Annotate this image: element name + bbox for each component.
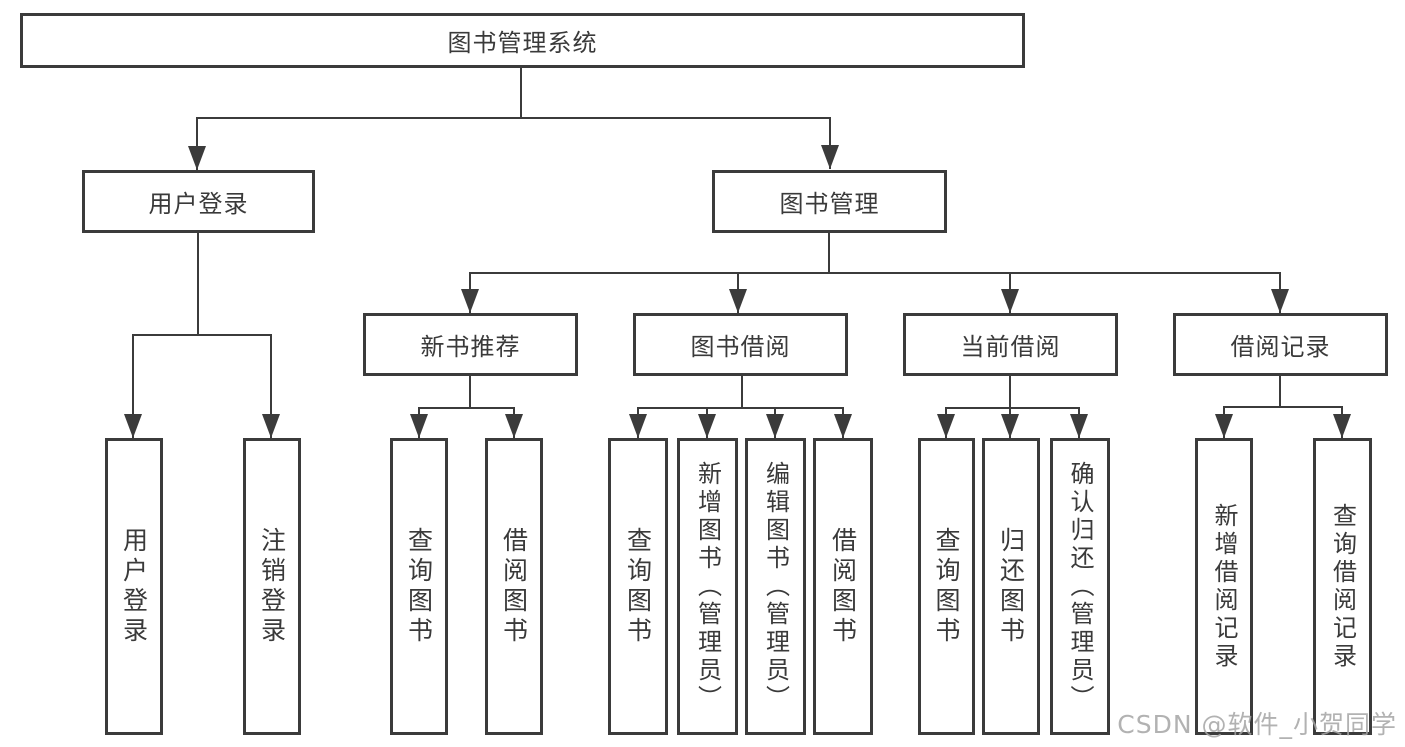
connector-line [1279, 376, 1281, 407]
node-root: 图书管理系统 [20, 13, 1025, 68]
arrow-down-icon [188, 146, 206, 170]
node-new-book-recommend: 新书推荐 [363, 313, 578, 376]
connector-line [196, 117, 198, 170]
arrow-down-icon [1001, 414, 1019, 438]
arrow-down-icon [1215, 414, 1233, 438]
connector-line [197, 233, 199, 336]
leaf-add-book-admin: 新增图书（管理员） [677, 438, 738, 735]
arrow-down-icon [505, 414, 523, 438]
connector-line [828, 233, 830, 274]
connector-line [945, 407, 1080, 409]
leaf-edit-book-admin: 编辑图书（管理员） [745, 438, 806, 735]
leaf-user-login: 用户登录 [105, 438, 163, 735]
node-borrow-record: 借阅记录 [1173, 313, 1388, 376]
connector-line [520, 68, 522, 118]
connector-line [1223, 406, 1343, 408]
leaf-query-borrow-record: 查询借阅记录 [1313, 438, 1372, 735]
node-book-borrow: 图书借阅 [633, 313, 848, 376]
leaf-add-borrow-record: 新增借阅记录 [1195, 438, 1253, 735]
node-current-borrow: 当前借阅 [903, 313, 1118, 376]
arrow-down-icon [1070, 414, 1088, 438]
arrow-down-icon [124, 414, 142, 438]
arrow-down-icon [410, 414, 428, 438]
leaf-query-book-3: 查询图书 [918, 438, 975, 735]
connector-line [829, 117, 831, 169]
arrow-down-icon [937, 414, 955, 438]
watermark: CSDN @软件_小贺同学 [1117, 710, 1397, 739]
arrow-down-icon [1333, 414, 1351, 438]
arrow-down-icon [821, 145, 839, 169]
arrow-down-icon [262, 414, 280, 438]
leaf-query-book-2: 查询图书 [608, 438, 668, 735]
node-user-login: 用户登录 [82, 170, 315, 233]
arrow-down-icon [766, 414, 784, 438]
arrow-down-icon [461, 289, 479, 313]
arrow-down-icon [834, 414, 852, 438]
arrow-down-icon [1001, 289, 1019, 313]
arrow-down-icon [1271, 289, 1289, 313]
leaf-query-book-1: 查询图书 [390, 438, 448, 735]
leaf-confirm-return-admin: 确认归还（管理员） [1050, 438, 1110, 735]
connector-line [469, 272, 1281, 274]
node-book-management: 图书管理 [712, 170, 947, 233]
connector-line [637, 407, 844, 409]
leaf-logout: 注销登录 [243, 438, 301, 735]
connector-line [418, 407, 515, 409]
arrow-down-icon [629, 414, 647, 438]
connector-line [1009, 376, 1011, 409]
connector-line [270, 334, 272, 438]
arrow-down-icon [729, 289, 747, 313]
connector-line [132, 334, 134, 438]
connector-line [469, 376, 471, 409]
arrow-down-icon [698, 414, 716, 438]
leaf-return-book: 归还图书 [982, 438, 1040, 735]
leaf-borrow-book-1: 借阅图书 [485, 438, 543, 735]
connector-line [132, 334, 272, 336]
connector-line [196, 117, 831, 119]
connector-line [741, 376, 743, 409]
leaf-borrow-book-2: 借阅图书 [813, 438, 873, 735]
